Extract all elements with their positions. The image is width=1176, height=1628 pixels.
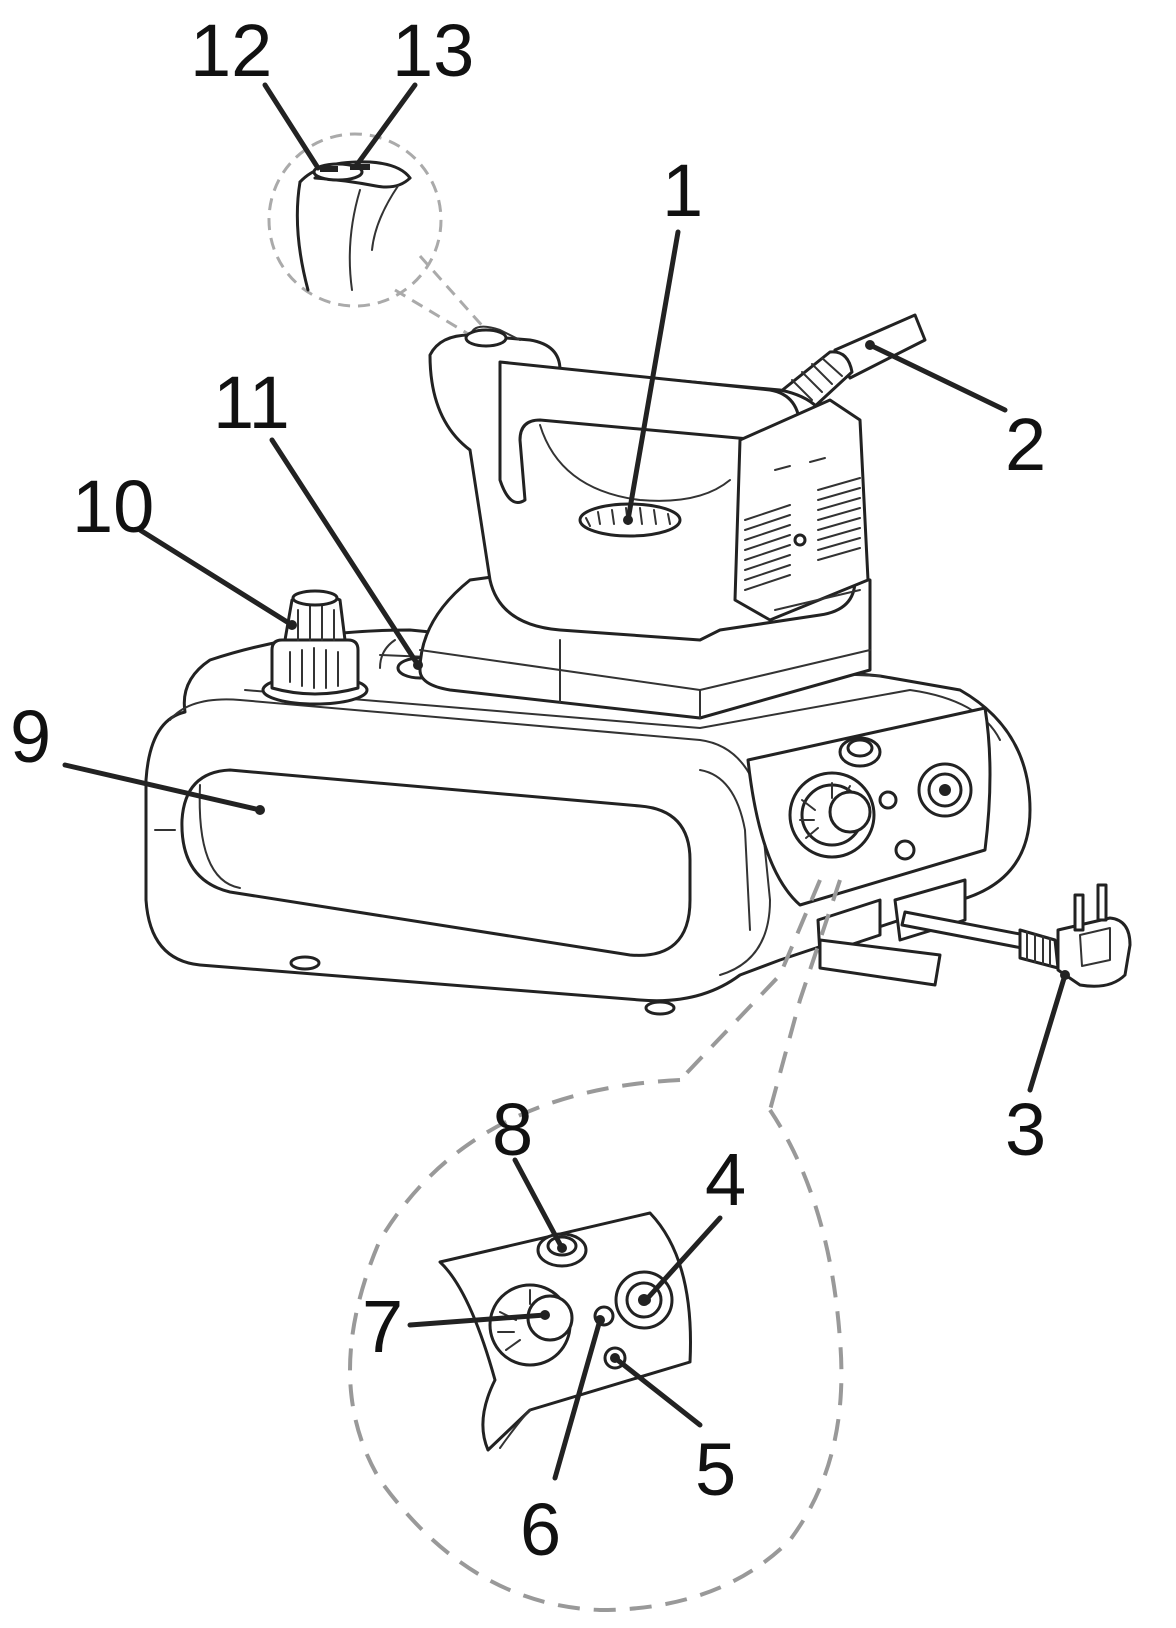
part-labels: 1 2 3 4 5 6 7 8 9 10 11 12 13 (10, 9, 1046, 1571)
front-window-panel (180, 768, 692, 957)
label-2: 2 (1005, 403, 1046, 486)
steam-iron (418, 325, 872, 720)
leader-1 (625, 229, 681, 523)
detail-knob (488, 1283, 574, 1367)
leader-lines (62, 82, 1068, 1481)
label-7: 7 (362, 1285, 403, 1368)
leader-4 (643, 1215, 723, 1303)
leader-7 (407, 1312, 548, 1328)
leader-6 (552, 1317, 603, 1481)
leader-3 (1027, 972, 1068, 1093)
leader-5 (612, 1355, 703, 1428)
label-1: 1 (662, 149, 703, 232)
leader-2 (867, 342, 1008, 413)
label-10: 10 (72, 465, 154, 548)
water-tank-cap (261, 589, 369, 706)
leader-9 (62, 762, 263, 813)
base-indicator-light-a (878, 790, 898, 810)
base-indicator-light-b (894, 839, 916, 861)
steam-hose (778, 313, 942, 987)
leader-10 (137, 527, 295, 628)
leader-12 (262, 82, 321, 171)
leader-13 (353, 82, 418, 169)
base-control-panel (746, 706, 992, 957)
base-temperature-knob (788, 771, 876, 859)
base-power-switch (917, 762, 973, 818)
control-panel-detail-callout (348, 879, 844, 1613)
handle-tip-detail-callout (267, 132, 488, 337)
label-9: 9 (10, 695, 51, 778)
leader-dots (255, 340, 1070, 1363)
label-12: 12 (190, 9, 272, 92)
label-8: 8 (492, 1088, 533, 1171)
label-13: 13 (392, 9, 474, 92)
leader-8 (512, 1157, 565, 1251)
base-button-top (838, 736, 882, 768)
label-11: 11 (213, 361, 290, 444)
leader-11 (269, 437, 421, 668)
label-4: 4 (705, 1138, 746, 1221)
label-6: 6 (520, 1488, 561, 1571)
label-3: 3 (1005, 1088, 1046, 1171)
power-cord (900, 883, 1132, 988)
label-5: 5 (695, 1428, 736, 1511)
